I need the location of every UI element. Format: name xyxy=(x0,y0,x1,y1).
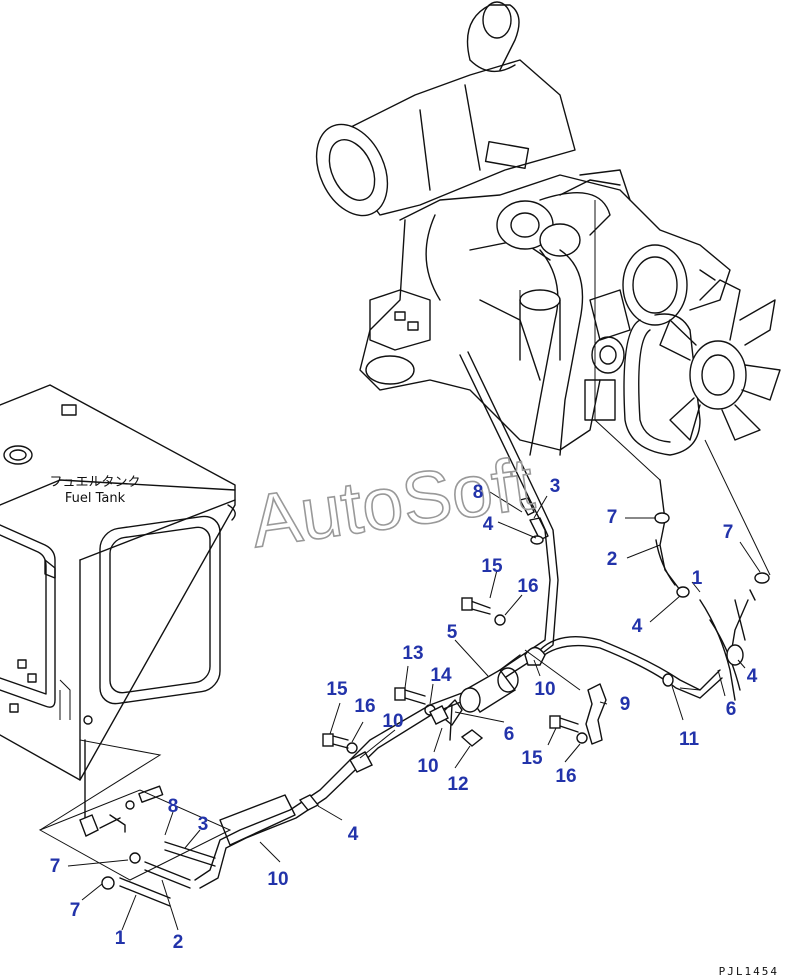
callout-c5: 5 xyxy=(447,622,458,643)
callout-c2-mid: 2 xyxy=(607,549,618,570)
callout-c10-c: 10 xyxy=(417,756,438,777)
callout-c15-c: 15 xyxy=(326,679,348,700)
detail-plate xyxy=(38,739,232,907)
callout-c7-bottom-b: 7 xyxy=(70,900,81,921)
callout-c3-bottom: 3 xyxy=(198,814,209,835)
callout-c10-b: 10 xyxy=(534,679,555,700)
callout-c7-right: 7 xyxy=(723,522,734,543)
callout-c6-right: 6 xyxy=(726,699,737,720)
callout-c2-bottom: 2 xyxy=(173,932,184,953)
fuel-filter xyxy=(459,654,521,713)
callout-c16-c: 16 xyxy=(354,696,375,717)
callout-c14: 14 xyxy=(430,665,452,686)
tank-label-en: Fuel Tank xyxy=(65,491,126,506)
watermark: AutoSoft xyxy=(246,441,539,563)
callout-c3-top: 3 xyxy=(550,476,561,497)
callout-c1-mid: 1 xyxy=(692,568,703,589)
callout-c7-mid: 7 xyxy=(607,507,618,528)
callout-c10-a: 10 xyxy=(382,711,403,732)
callout-c6-mid: 6 xyxy=(504,724,515,745)
callout-c8-bottom: 8 xyxy=(168,796,179,817)
fuel-lines xyxy=(194,351,771,889)
callout-c12: 12 xyxy=(447,774,468,795)
drawing-id: PJL1454 xyxy=(719,965,779,978)
air-cleaner xyxy=(315,1,576,217)
callout-c16-b: 16 xyxy=(555,766,576,787)
callout-c15-a: 15 xyxy=(481,556,503,577)
engine-assembly xyxy=(315,1,781,481)
leader-lines xyxy=(67,491,761,931)
callout-c4-top: 4 xyxy=(483,514,494,535)
callout-c11: 11 xyxy=(679,729,700,750)
tank-label-jp: フュエルタンク xyxy=(49,475,140,490)
callout-c8-top: 8 xyxy=(473,482,484,503)
callout-c15-b: 15 xyxy=(521,748,543,769)
callout-c7-bottom-a: 7 xyxy=(50,856,61,877)
callout-c9: 9 xyxy=(620,694,631,715)
callout-c13: 13 xyxy=(402,643,423,664)
engine-block xyxy=(359,140,781,481)
callout-c4-mid: 4 xyxy=(632,616,643,637)
fan xyxy=(659,269,781,441)
callout-c1-bottom: 1 xyxy=(115,928,126,949)
callout-c10-d: 10 xyxy=(267,869,288,890)
callout-c4-bottom: 4 xyxy=(348,824,359,845)
callout-c16-a: 16 xyxy=(517,576,538,597)
callout-c4-right: 4 xyxy=(747,666,758,687)
fuel-tank: フュエルタンク Fuel Tank xyxy=(0,384,236,831)
